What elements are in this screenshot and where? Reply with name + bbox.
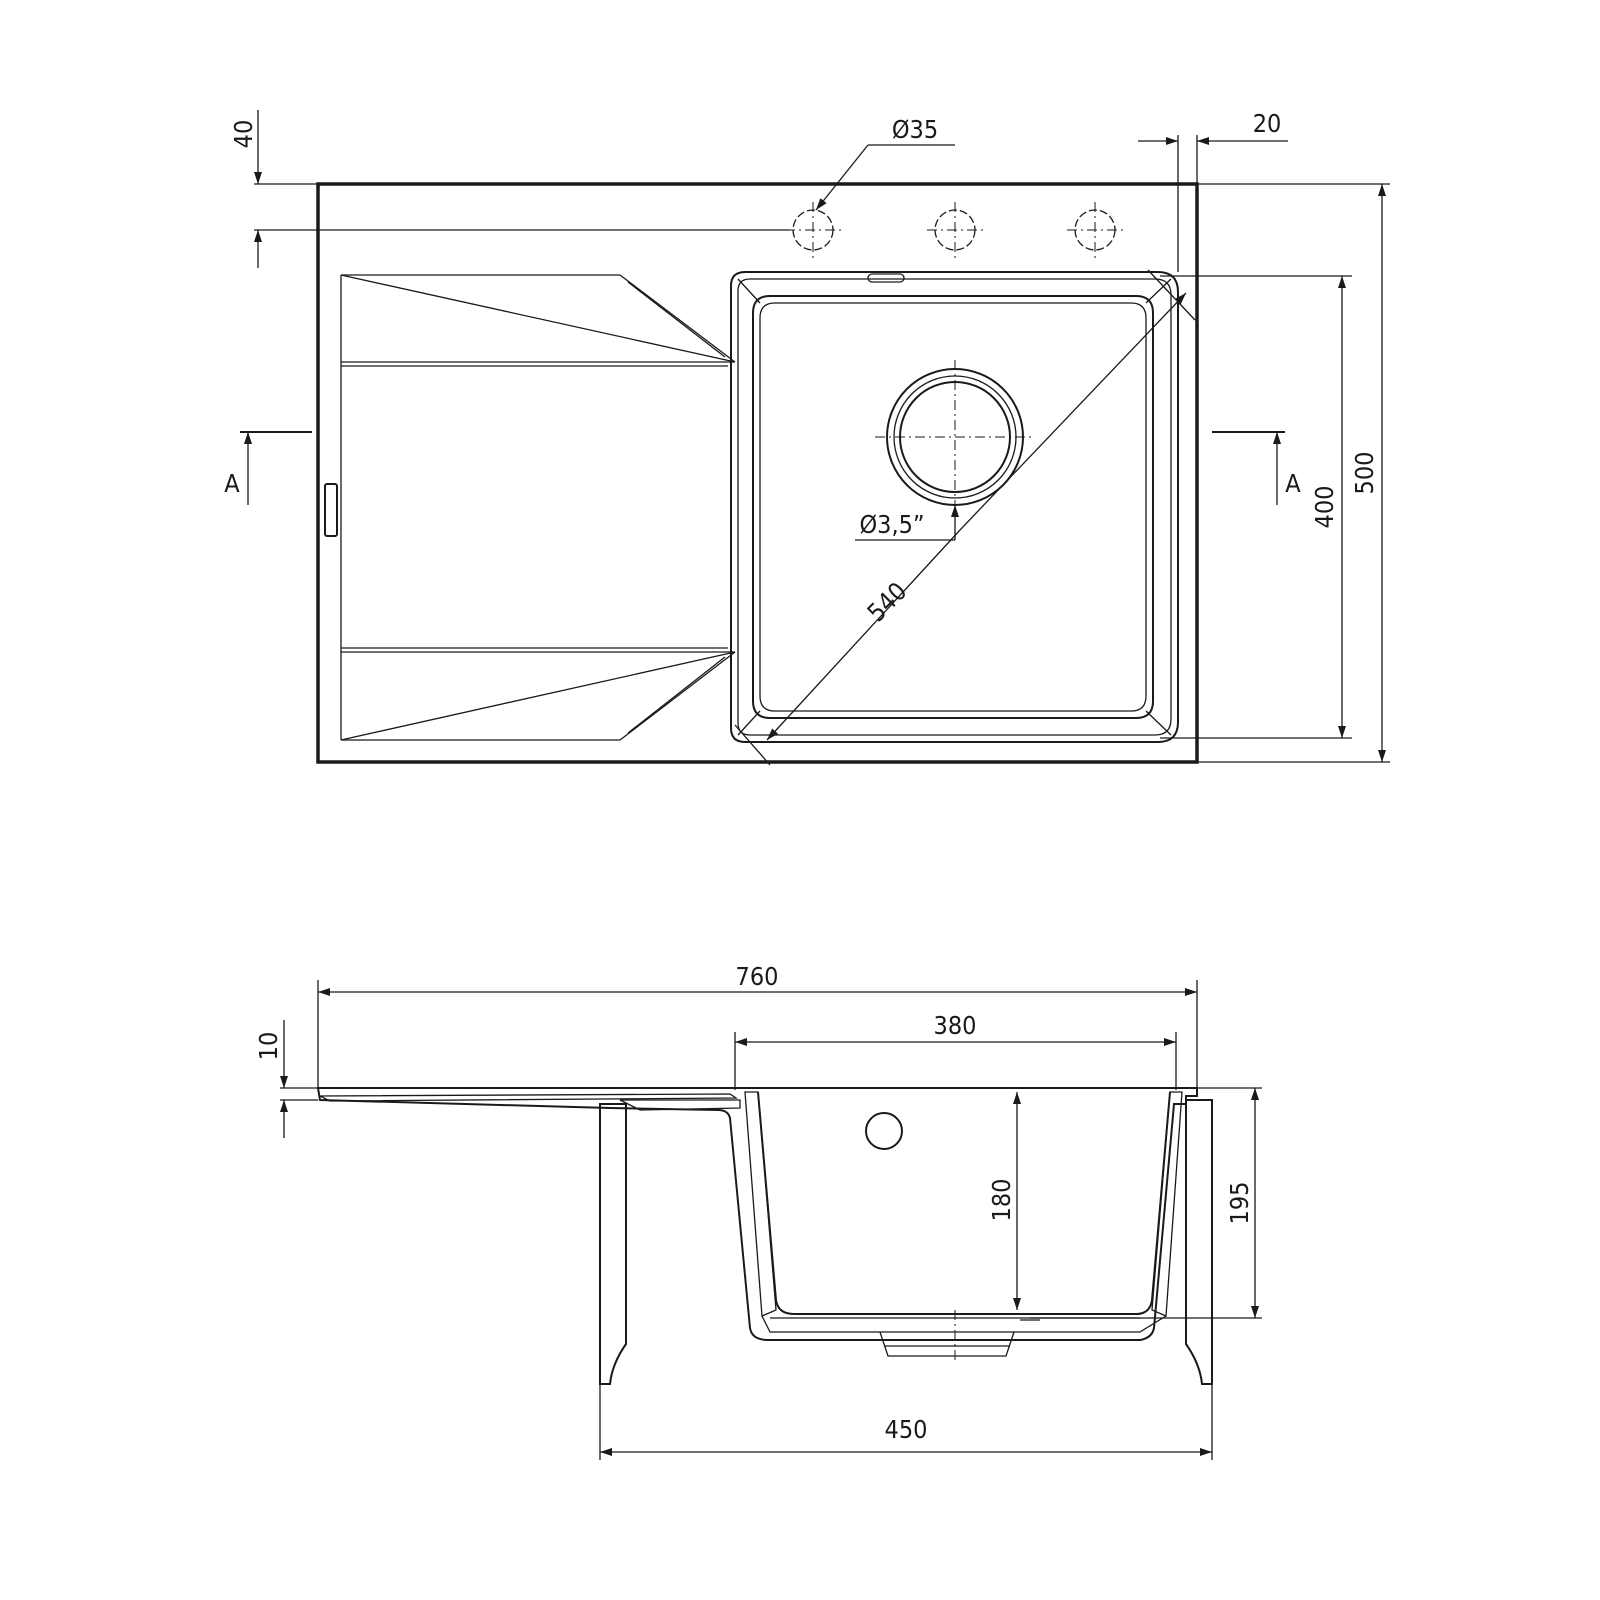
dim-20-label: 20 [1253, 109, 1282, 138]
faucet-holes [785, 202, 1123, 258]
dim-bowl-depth: 400 [1160, 275, 1352, 739]
drainboard-section [316, 1087, 1198, 1341]
dim-rim-offset: 20 [1138, 109, 1288, 272]
dim-760-label: 760 [736, 962, 779, 991]
dim-10-label: 10 [254, 1032, 283, 1061]
bowl-top [730, 271, 1179, 743]
overflow-slot [324, 483, 338, 537]
section-marker-right: A [1212, 431, 1301, 505]
dim-overall-depth: 500 [1197, 183, 1390, 763]
dim-bowl-height: 180 [987, 1092, 1021, 1310]
section-label-right: A [1285, 469, 1301, 498]
section-view: 760 380 10 180 [254, 962, 1262, 1460]
dim-rim-thickness: 10 [254, 1020, 318, 1138]
cabinet-wall-right [1185, 1099, 1213, 1385]
dim-180-label: 180 [987, 1179, 1016, 1222]
dim-500-label: 500 [1350, 452, 1379, 495]
dim-450-label: 450 [885, 1415, 928, 1444]
sink-outline [316, 182, 1199, 764]
top-view: 40 Ø35 20 500 [224, 109, 1390, 766]
section-label-left: A [224, 469, 240, 498]
section-marker-left: A [224, 431, 312, 505]
cabinet-wall-left [599, 1103, 627, 1385]
dim-bowl-diagonal: 540 [734, 269, 1196, 766]
dim-overall-height: 195 [1030, 1087, 1262, 1319]
dim-faucet-offset: 40 [229, 110, 790, 268]
drain-top [875, 360, 1035, 510]
dim-o35-label: Ø35 [892, 115, 938, 144]
dim-drain-diameter: Ø3,5” [855, 505, 959, 541]
dim-195-label: 195 [1225, 1182, 1254, 1225]
dim-faucet-diameter: Ø35 [815, 115, 955, 211]
dim-bowl-width: 380 [734, 1011, 1177, 1090]
dim-cabinet-width: 450 [599, 1384, 1213, 1460]
drainboard [340, 274, 736, 741]
dim-drain-label: Ø3,5” [859, 510, 924, 539]
overflow-hole-section [865, 1112, 903, 1150]
dim-overall-width: 760 [317, 962, 1198, 1088]
dim-540-label: 540 [862, 577, 913, 628]
dim-40-label: 40 [229, 120, 258, 149]
dim-380-label: 380 [934, 1011, 977, 1040]
dim-400-label: 400 [1310, 486, 1339, 529]
